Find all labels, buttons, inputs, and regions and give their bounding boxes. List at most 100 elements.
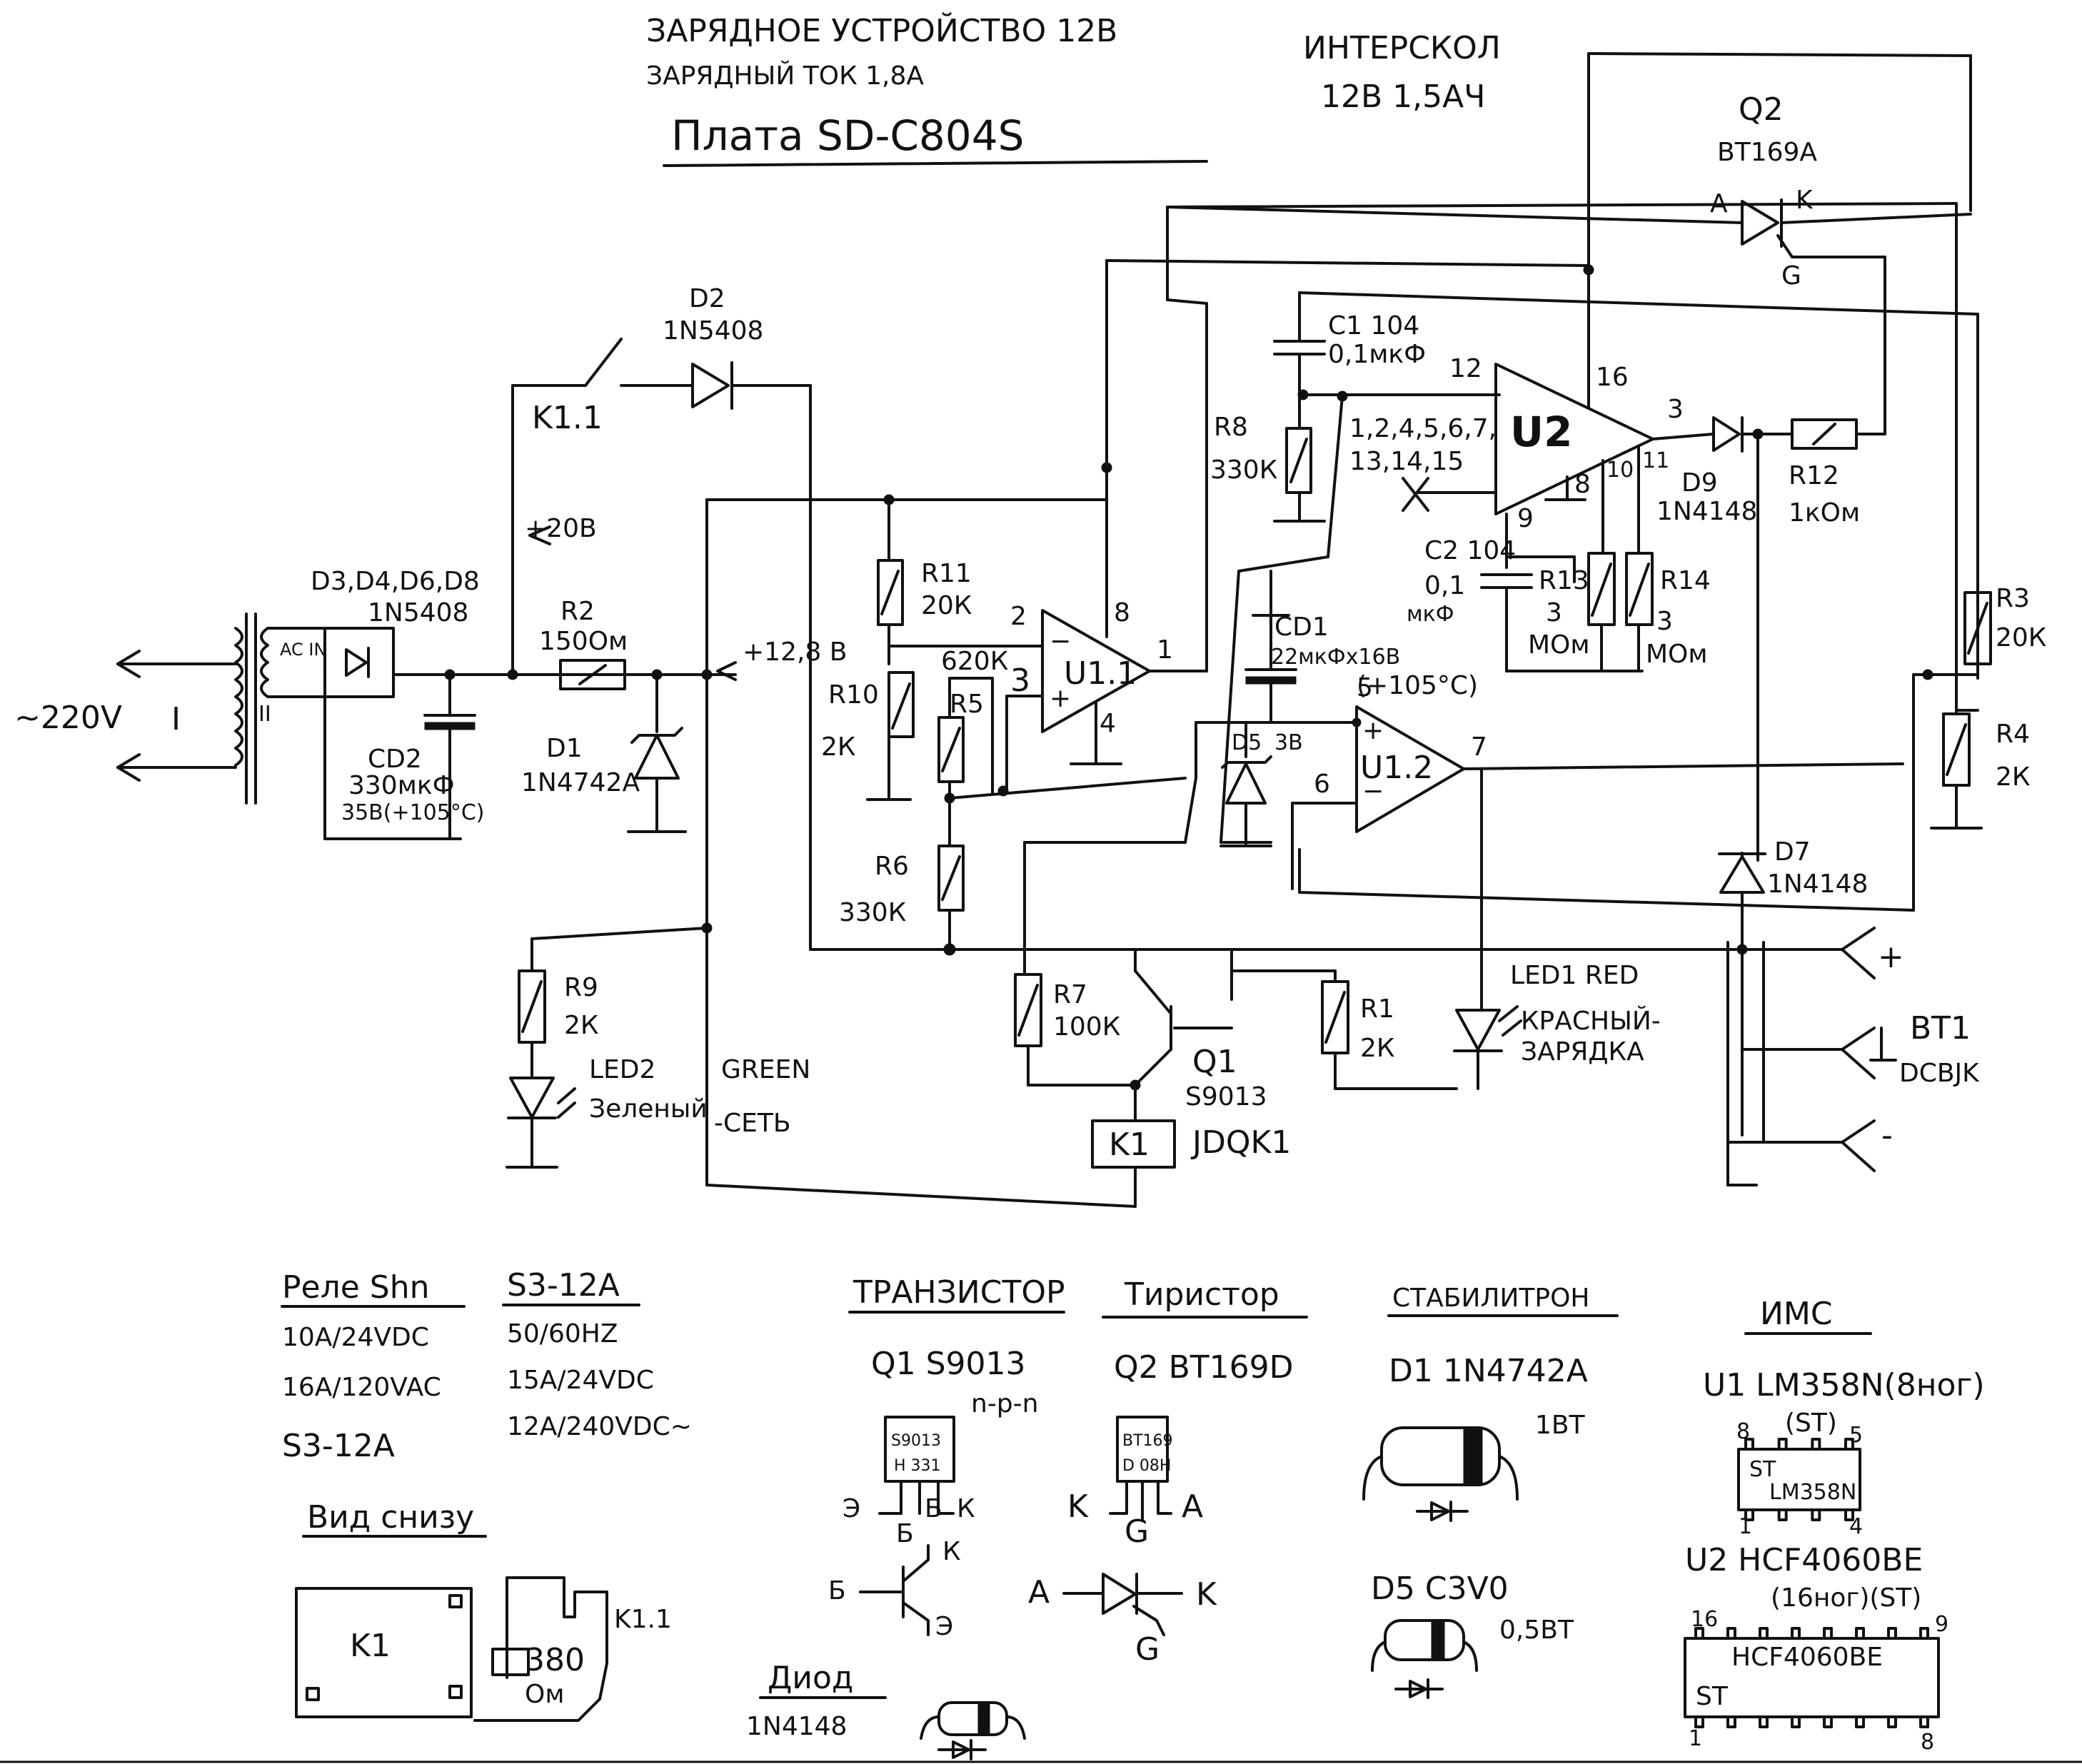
ic-pin	[1744, 1438, 1754, 1451]
ic-pin	[1791, 1715, 1801, 1728]
u2-pin10: 10	[1606, 458, 1634, 483]
c1-label: C1 104	[1328, 311, 1419, 341]
resistor-r1: R1 2К	[1230, 969, 1458, 1090]
led-led1: LED1 RED КРАСНЫЙ- ЗАРЯДКА	[1453, 961, 1661, 1090]
d5-power: 0,5ВТ	[1499, 1616, 1574, 1645]
ic-pin	[1777, 1438, 1788, 1451]
c2-label: C2 104	[1424, 536, 1516, 565]
divider-network: R11 20К R10 2К 620К R5 R6 330К	[821, 494, 1187, 956]
led2-function: -СЕТЬ	[714, 1109, 791, 1138]
diode-d7: D7 1N4148	[1718, 837, 1868, 1136]
zener-notes: СТАБИЛИТРОН D1 1N4742A 1ВТ D5 C3V0 0,5ВТ	[1362, 1284, 1619, 1699]
u2-pin8: 8	[1921, 1730, 1934, 1755]
u12-plus: +	[1362, 716, 1384, 745]
q1-label: Q1	[1192, 1044, 1237, 1080]
r14-unit: МОм	[1646, 640, 1708, 669]
relay-spec5: S3-12A	[282, 1428, 395, 1464]
resistor-r2: R2 150Ом	[539, 597, 628, 690]
symbol-pin-e: Э	[935, 1612, 953, 1641]
relay-notes: Реле Shn S3-12A 10A/24VDC 50/60HZ 16A/12…	[281, 1267, 692, 1538]
led2-color-ru: Зеленый	[589, 1094, 708, 1124]
footprint-k1: K1	[350, 1628, 391, 1664]
r4-label: R4	[1996, 720, 2030, 749]
d1-part: 1N4742A	[521, 768, 640, 797]
r2-value: 150Ом	[539, 627, 628, 656]
transformer-secondary	[260, 627, 269, 698]
u12-minus: −	[1362, 777, 1384, 806]
thyristor-pin-k: K	[1067, 1488, 1089, 1525]
ic-pin	[1777, 1508, 1788, 1521]
thyristor-notes: Тиристор Q2 BT169D BT169 D 08H K A G A K…	[1028, 1276, 1308, 1668]
u12-pin5: 5	[1357, 673, 1373, 702]
footprint-coil: 380	[525, 1642, 585, 1678]
r6-label: R6	[875, 852, 909, 881]
title-brand: ИНТЕРСКОЛ	[1303, 30, 1501, 66]
r14-label: R14	[1660, 566, 1711, 595]
u1-chip-name: LM358N	[1769, 1480, 1856, 1505]
resistor-r13: R13 3 МОм	[1528, 552, 1616, 672]
u2-pin8: 8	[1574, 470, 1591, 499]
q2-part: BT169A	[1717, 138, 1817, 167]
footprint-coil-unit: Ом	[525, 1680, 565, 1709]
r8-value: 330К	[1210, 455, 1277, 485]
thyristor-pkg1: BT169	[1122, 1432, 1173, 1450]
u2-sub: (16ног)(ST)	[1771, 1583, 1921, 1613]
thyristor-pkg2: D 08H	[1122, 1457, 1171, 1475]
r7-value: 100К	[1053, 1012, 1120, 1042]
r9-label: R9	[564, 973, 598, 1002]
ic-pin	[1919, 1715, 1929, 1728]
transistor-type: n-p-n	[971, 1389, 1038, 1418]
r13-label: R13	[1539, 566, 1589, 595]
ac-in-label: AC IN	[280, 640, 326, 660]
u1-part: U1 LM358N(8ног)	[1703, 1367, 1985, 1403]
relay-spec1: 10A/24VDC	[282, 1323, 429, 1352]
u2-pin16: 16	[1596, 363, 1629, 392]
bridge-label: D3,D4,D6,D8	[311, 567, 480, 596]
thyristor-heading: Тиристор	[1124, 1276, 1279, 1313]
u11-minus: −	[1050, 627, 1071, 656]
mains-input: ~220V I II AC IN	[14, 613, 326, 805]
zener-part: D1 1N4742A	[1389, 1353, 1588, 1389]
diode-d9: D9 1N4148	[1651, 416, 1794, 526]
resistor-r9: R9 2К	[518, 922, 713, 1079]
r10-value: 2К	[821, 732, 855, 762]
c1-value: 0,1мкФ	[1328, 340, 1426, 369]
led1-label: LED1 RED	[1510, 961, 1639, 990]
relay-heading: Реле Shn	[282, 1269, 430, 1306]
u2-part: U2 HCF4060BE	[1685, 1542, 1923, 1578]
relay-spec4: 15A/24VDC	[507, 1366, 654, 1395]
resistor-r8: R8 330К	[1210, 393, 1344, 844]
capacitor-cd2: CD2 330мкФ 35В(+105°С)	[341, 669, 737, 840]
relay-model: S3-12A	[507, 1267, 620, 1304]
ic-pin	[1726, 1627, 1736, 1640]
opamp-u12: + − U1.2 5 6 7	[1291, 673, 1904, 1001]
bottom-view-heading: Вид снизу	[307, 1499, 474, 1536]
ic-pin	[1887, 1627, 1897, 1640]
ic-pin	[1759, 1627, 1769, 1640]
opamp-u11: − + U1.1 2 3 8 4 1	[1005, 202, 1958, 790]
capacitor-c1: C1 104 0,1мкФ	[1273, 291, 1979, 402]
title-board: Плата SD-C804S	[671, 111, 1024, 160]
transistor-q1: Q1 S9013	[1130, 948, 1267, 1112]
r14-value: 3	[1656, 607, 1673, 636]
k11-label: K1.1	[532, 400, 603, 436]
ic-pin	[1823, 1715, 1833, 1728]
d2-label: D2	[689, 284, 725, 313]
diode-notes: Диод 1N4148	[746, 1660, 1026, 1760]
thyristor-q2: Q2 BT169A A K G	[1166, 91, 1972, 291]
d9-label: D9	[1681, 468, 1718, 498]
ic-notes: ИМС U1 LM358N(8ног) (ST) ST LM358N 8 5 1…	[1684, 1296, 1985, 1755]
led1-color-ru: КРАСНЫЙ-	[1521, 1006, 1661, 1036]
u12-label: U1.2	[1360, 750, 1433, 786]
relay-k1: K1 JDQK1	[1091, 1084, 1291, 1169]
ic-pin	[1694, 1627, 1704, 1640]
u12-pin6: 6	[1314, 770, 1330, 799]
cd1-voltage: (+105°С)	[1357, 671, 1478, 700]
relay-footprint: K1 380 Ом K1.1	[295, 1576, 672, 1722]
r12-label: R12	[1789, 461, 1839, 490]
r13-unit: МОм	[1528, 630, 1590, 660]
q2-label: Q2	[1739, 91, 1784, 128]
k1-label: K1	[1109, 1127, 1150, 1163]
d7-label: D7	[1774, 837, 1811, 867]
q2-anode: A	[1710, 189, 1728, 218]
